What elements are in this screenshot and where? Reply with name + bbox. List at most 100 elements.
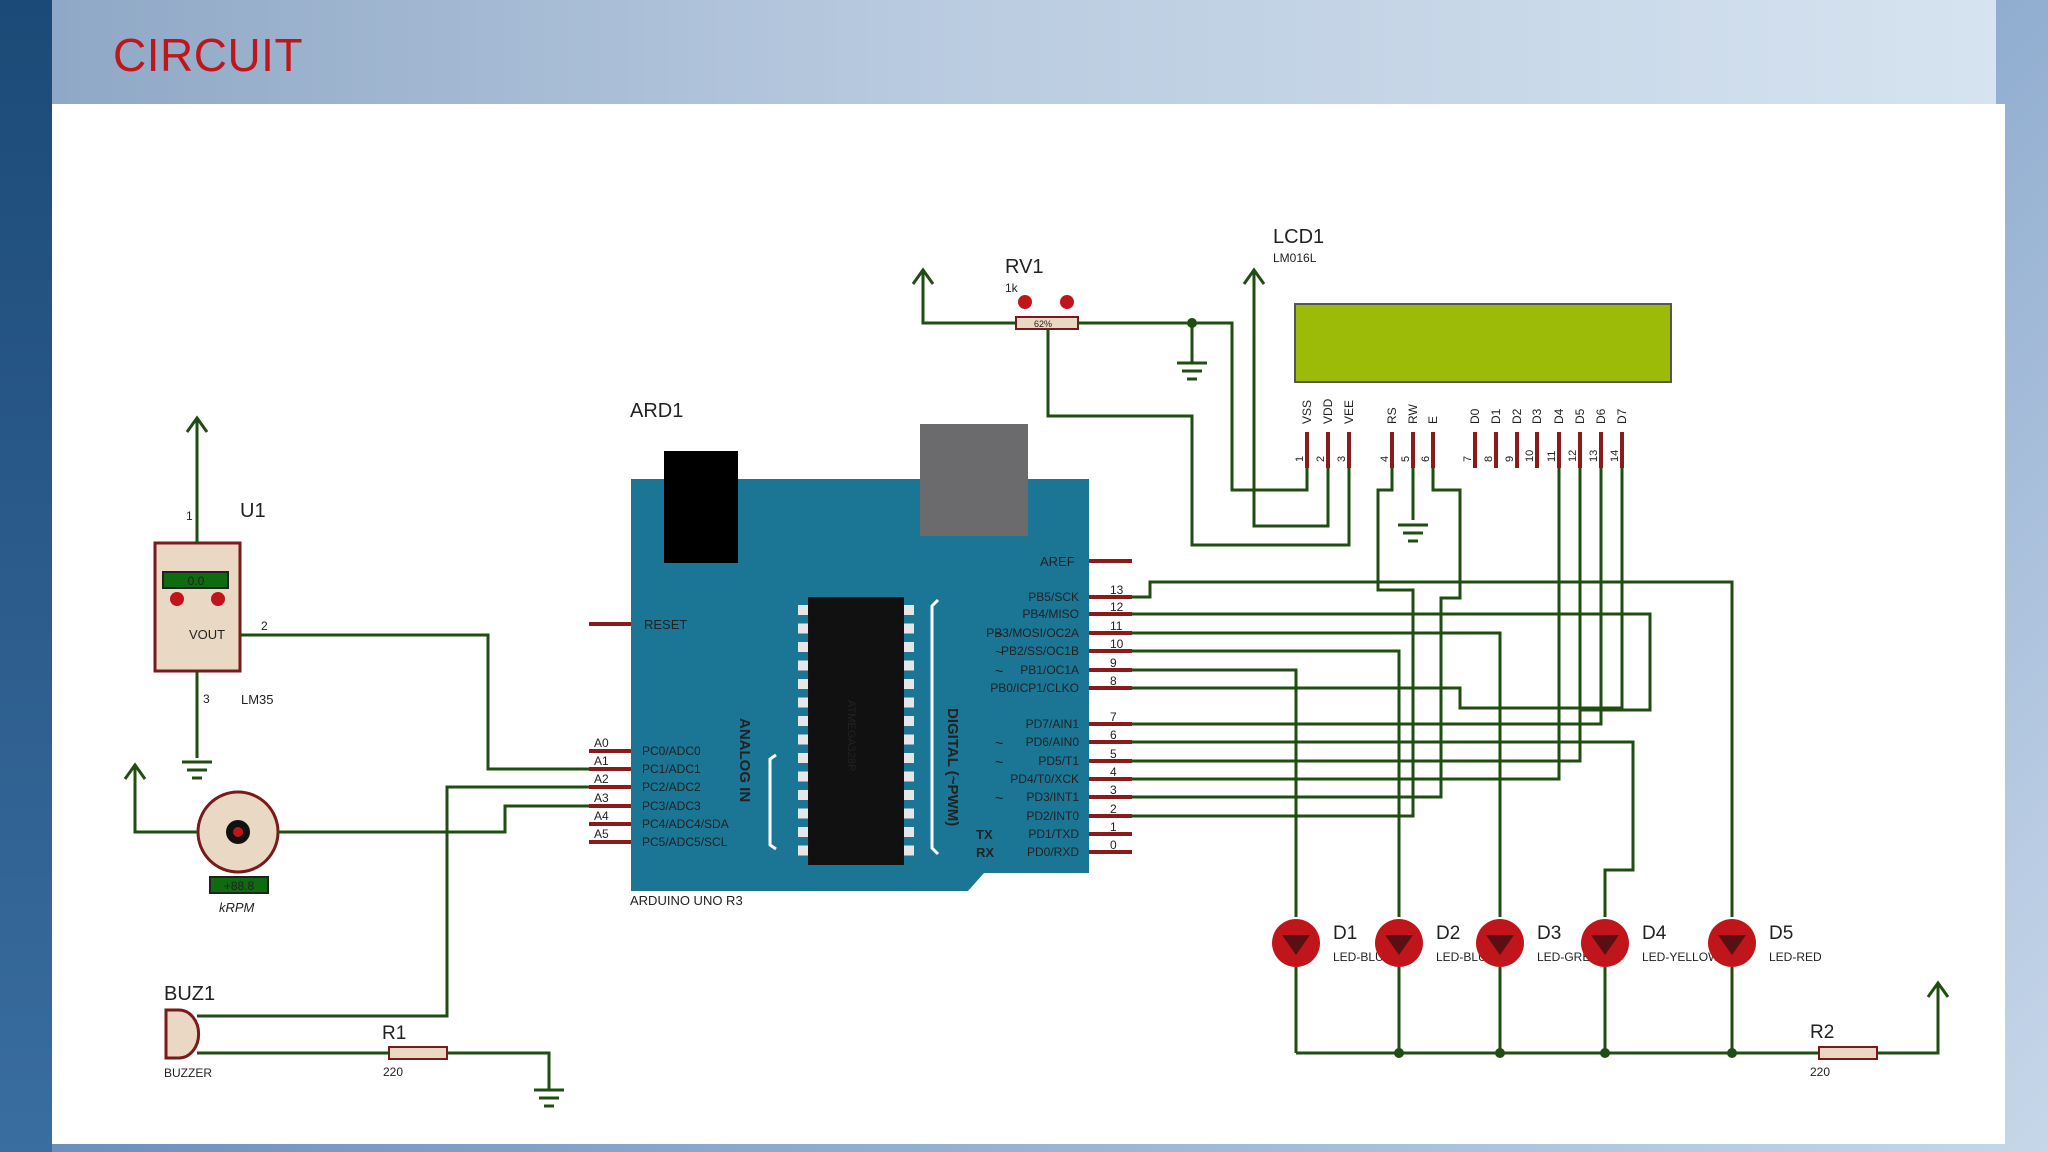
chip-pin-left-10: [798, 790, 808, 800]
lcd-pin-label-D7: D7: [1615, 408, 1629, 424]
led-D3-ref: D3: [1537, 923, 1561, 944]
slide-title: CIRCUIT: [113, 29, 304, 81]
analog-pin-int-A5: PC5/ADC5/SCL: [642, 835, 728, 849]
wire-pin2-rs: [1132, 600, 1415, 818]
digital-pin-number-13: 13: [1110, 583, 1124, 597]
lcd-pin-number-5: 5: [1400, 456, 1412, 462]
aref-label: AREF: [1040, 554, 1075, 569]
motor-center: [233, 827, 243, 837]
wire-pin4-lcd-d4: [1132, 468, 1561, 781]
slide-left-bar: [0, 0, 52, 1152]
digital-pin-number-9: 9: [1110, 656, 1117, 670]
digital-header: DIGITAL (~PWM): [944, 708, 961, 826]
chip-pin-left-1: [798, 623, 808, 634]
chip-pin-right-8: [904, 753, 914, 763]
chip-label: ATMEGA328P: [845, 700, 857, 771]
rv1-setting-label: 62%: [1034, 319, 1052, 329]
digital-pin-label-0: PD0/RXD: [1027, 845, 1079, 859]
digital-pin-label-12: PB4/MISO: [1022, 607, 1079, 621]
lcd-pin-label-VEE: VEE: [1342, 400, 1356, 424]
chip-pin-right-9: [904, 771, 914, 782]
digital-pin-number-2: 2: [1110, 802, 1117, 816]
arduino-power-jack: [664, 451, 738, 563]
digital-pin-number-1: 1: [1110, 820, 1117, 834]
analog-pin-int-A3: PC3/ADC3: [642, 799, 701, 813]
wire-pin10-d2: [1132, 649, 1401, 917]
u1-pin2-number: 2: [261, 619, 268, 633]
lcd-pin-number-1: 1: [1294, 456, 1306, 462]
u1-dec-button: [170, 592, 184, 606]
analog-pin-ext-A3: A3: [594, 791, 609, 805]
rv1-ref-label: RV1: [1005, 256, 1044, 278]
chip-pin-left-12: [798, 827, 808, 837]
digital-pin-tag-TX: TX: [976, 827, 993, 842]
led-D4-ref: D4: [1642, 923, 1667, 944]
lcd-pin-label-D2: D2: [1510, 408, 1524, 424]
led-D1-symbol: [1282, 935, 1310, 955]
analog-pin-int-A1: PC1/ADC1: [642, 762, 701, 776]
wire-r1-ground: [447, 1051, 551, 1090]
wire-r2-power: [1877, 997, 1940, 1055]
chip-pin-left-0: [798, 605, 808, 615]
chip-pin-left-3: [798, 660, 808, 671]
analog-pin-ext-A4: A4: [594, 809, 609, 823]
lcd-pin-label-D4: D4: [1552, 408, 1566, 424]
arduino-chip: [808, 597, 904, 865]
chip-pin-left-2: [798, 642, 808, 652]
chip-pin-right-7: [904, 734, 914, 745]
wire-pin3-lcd-e: [1132, 614, 1443, 799]
lcd-pin-number-11: 11: [1546, 451, 1558, 462]
ard-part-label: ARDUINO UNO R3: [630, 893, 743, 908]
wire-motor-power: [133, 779, 198, 834]
reset-label: RESET: [644, 617, 687, 632]
digital-pin-label-1: PD1/TXD: [1028, 827, 1079, 841]
chip-pin-left-4: [798, 679, 808, 689]
wire-rv1-power: [921, 284, 1016, 325]
wire-pin6-d4: [1132, 740, 1635, 917]
led-D1-ref: D1: [1333, 923, 1357, 944]
chip-pin-left-9: [798, 771, 808, 782]
chip-pin-left-13: [798, 845, 808, 856]
pwm-mark-10: ~: [995, 644, 1003, 660]
lcd-pin-number-14: 14: [1609, 450, 1621, 462]
u1-vout-label: VOUT: [189, 627, 225, 642]
led-D5-symbol: [1718, 935, 1746, 955]
pwm-mark-9: ~: [995, 663, 1003, 679]
lcd-pin-label-D6: D6: [1594, 408, 1608, 424]
digital-pin-label-5: PD5/T1: [1038, 754, 1079, 768]
chip-pin-right-10: [904, 790, 914, 800]
wire-lcd-vdd: [1252, 284, 1330, 528]
analog-pin-ext-A1: A1: [594, 754, 609, 768]
lcd-screen: [1294, 303, 1672, 383]
chip-pin-left-8: [798, 753, 808, 763]
r2-body: [1818, 1046, 1878, 1060]
lcd-pin-label-D1: D1: [1489, 408, 1503, 424]
digital-pin-number-8: 8: [1110, 674, 1117, 688]
wire-pin5-lcd-d5: [1132, 468, 1582, 763]
r2-ref-label: R2: [1810, 1022, 1834, 1043]
lcd-pin-number-10: 10: [1524, 450, 1536, 462]
chip-pin-left-7: [798, 734, 808, 745]
r1-ref-label: R1: [382, 1023, 406, 1044]
pwm-mark-11: ~: [995, 626, 1003, 642]
digital-pin-label-10: PB2/SS/OC1B: [1001, 644, 1079, 658]
lcd-ref-label: LCD1: [1273, 226, 1324, 248]
chip-pin-right-3: [904, 660, 914, 671]
lcd-pin-number-4: 4: [1379, 456, 1391, 462]
chip-pin-right-0: [904, 605, 914, 615]
analog-pin-int-A0: PC0/ADC0: [642, 744, 701, 758]
wire-pin11-d3: [1132, 631, 1502, 917]
u1-display: [162, 571, 229, 589]
junction-led-0: [1394, 1048, 1404, 1058]
analog-bracket: [768, 753, 777, 851]
motor-display-value: +88.8: [224, 879, 255, 893]
led-D3-symbol: [1486, 935, 1514, 955]
analog-pin-int-A4: PC4/ADC4/SDA: [642, 817, 729, 831]
rv1-value-label: 1k: [1005, 281, 1019, 295]
digital-pin-label-4: PD4/T0/XCK: [1010, 772, 1079, 786]
u1-body: [153, 541, 242, 673]
motor-unit-label: kRPM: [219, 900, 255, 915]
digital-pin-label-2: PD2/INT0: [1026, 809, 1079, 823]
ard-ref-label: ARD1: [630, 400, 683, 422]
